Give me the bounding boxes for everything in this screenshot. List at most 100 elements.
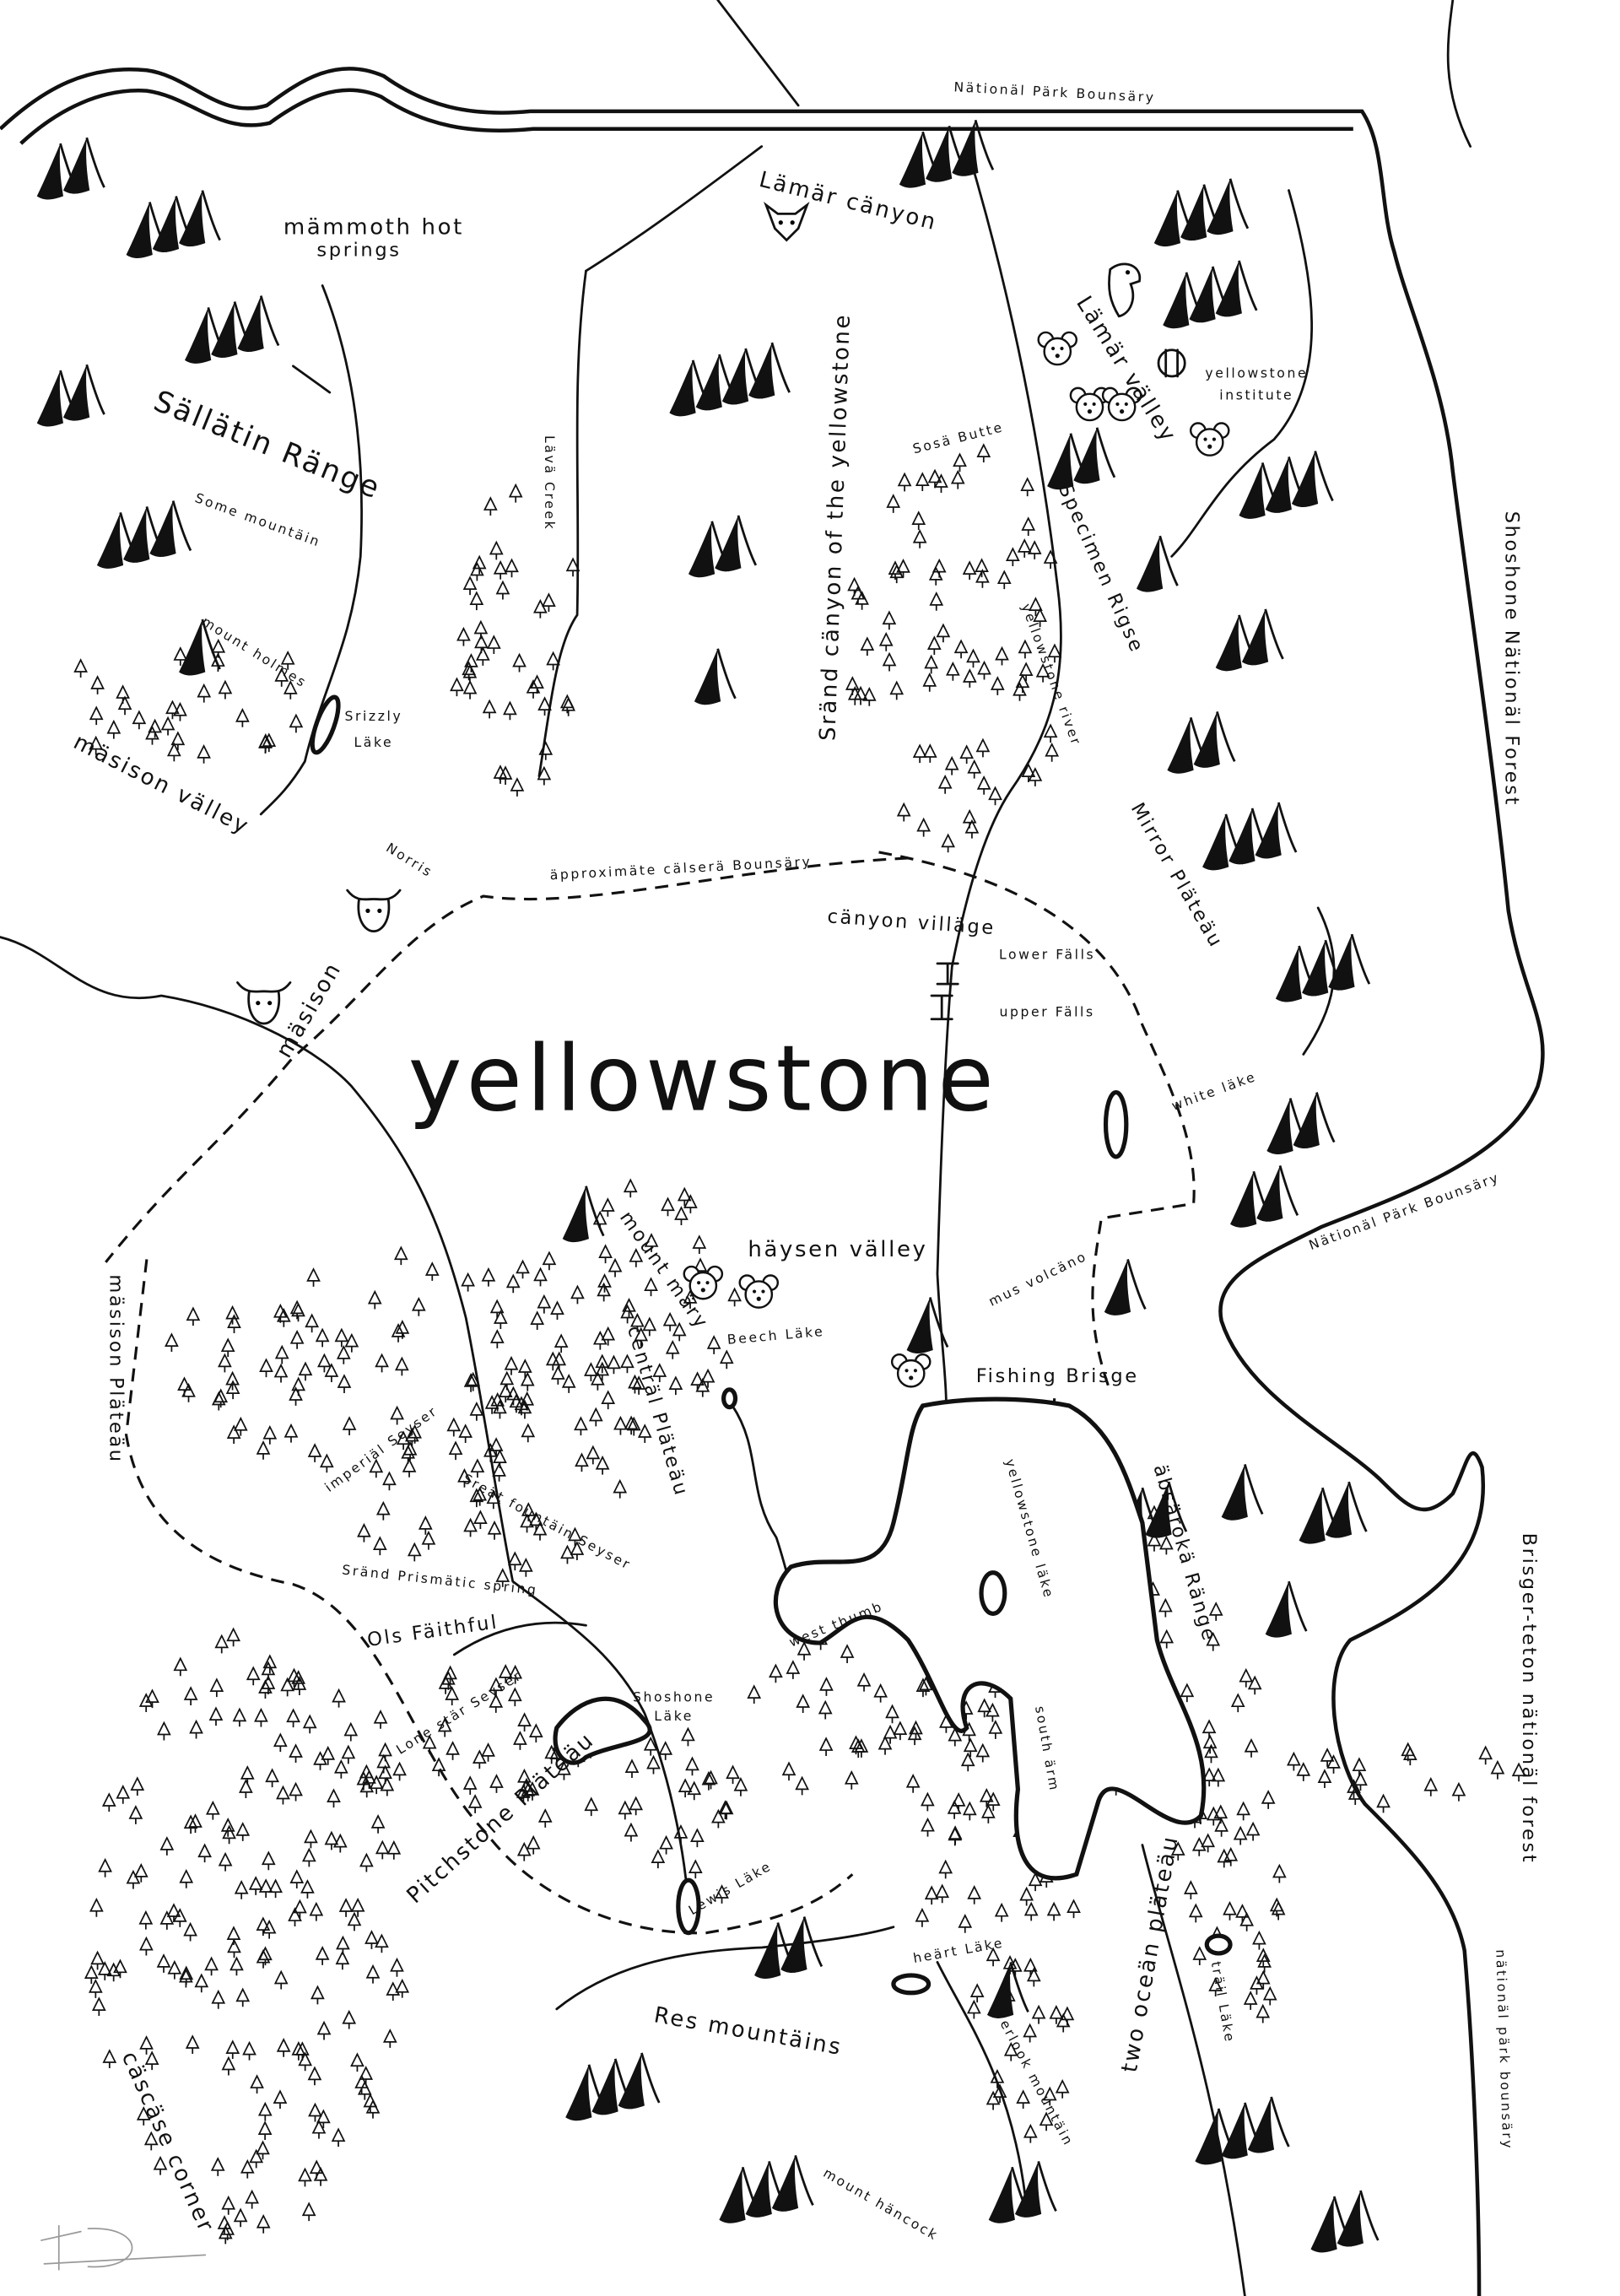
tree-icon bbox=[1016, 2089, 1031, 2110]
mountain-icon bbox=[715, 515, 758, 572]
tree-icon bbox=[1214, 1818, 1228, 1837]
tree-icon bbox=[233, 2207, 248, 2228]
tree-icon bbox=[551, 1365, 565, 1385]
tree-icon bbox=[493, 559, 508, 580]
tree-icon bbox=[165, 700, 180, 720]
tree-icon bbox=[462, 663, 478, 683]
tree-icon bbox=[537, 1808, 553, 1828]
mountain-icon bbox=[1255, 802, 1298, 859]
tree-icon bbox=[1039, 2111, 1054, 2131]
tree-icon bbox=[350, 1897, 365, 1917]
mountain-icon bbox=[62, 137, 105, 194]
mountain-icon bbox=[179, 619, 221, 676]
tree-icon bbox=[359, 1852, 374, 1872]
tree-icon bbox=[700, 1368, 716, 1388]
tree-icon bbox=[1191, 1836, 1207, 1856]
label-madison-plateau: mäsison Pläteäu bbox=[105, 1274, 127, 1463]
tree-icon bbox=[1023, 1957, 1038, 1977]
tree-icon bbox=[967, 759, 982, 779]
tree-icon bbox=[186, 1306, 201, 1326]
tree-icon bbox=[375, 1933, 389, 1953]
tree-icon bbox=[350, 2052, 364, 2072]
tree-icon bbox=[953, 639, 969, 659]
tree-icon bbox=[1046, 1901, 1061, 1921]
tree-icon bbox=[644, 1233, 659, 1252]
tree-icon bbox=[516, 1784, 531, 1803]
tree-icon bbox=[1066, 1899, 1081, 1919]
tree-icon bbox=[719, 1800, 734, 1820]
tree-icon bbox=[443, 1665, 457, 1685]
tree-icon bbox=[462, 1775, 478, 1795]
tree-icon bbox=[197, 683, 212, 703]
tree-icon bbox=[407, 1542, 422, 1562]
tree-icon bbox=[179, 1868, 194, 1888]
tree-icon bbox=[588, 1407, 603, 1427]
tree-icon bbox=[618, 1800, 633, 1820]
tree-icon bbox=[613, 1478, 628, 1499]
tree-icon bbox=[437, 1717, 452, 1737]
tree-icon bbox=[719, 1349, 734, 1369]
tree-icon bbox=[165, 1332, 179, 1353]
tree-icon bbox=[1005, 547, 1020, 567]
tree-icon bbox=[273, 2089, 288, 2110]
tree-icon bbox=[960, 1752, 975, 1772]
tree-icon bbox=[101, 1792, 116, 1812]
tree-icon bbox=[489, 1329, 505, 1348]
tree-icon bbox=[634, 1326, 649, 1347]
tree-icon bbox=[1490, 1759, 1505, 1780]
tree-icon bbox=[316, 2020, 332, 2040]
tree-icon bbox=[1180, 1683, 1195, 1703]
tree-icon bbox=[298, 1361, 313, 1381]
label-bridger-teton-nf: Brisger-teton nätionäl forest bbox=[1518, 1533, 1540, 1865]
tree-icon bbox=[658, 1741, 673, 1760]
tree-icon bbox=[1245, 1821, 1261, 1841]
tree-icon bbox=[646, 1754, 661, 1775]
label-upper-falls: upper Fälls bbox=[999, 1004, 1094, 1019]
tree-icon bbox=[370, 1814, 386, 1834]
tree-icon bbox=[512, 652, 526, 673]
park-boundary-line bbox=[0, 67, 1545, 2296]
tree-icon bbox=[1049, 2004, 1064, 2024]
tree-icon bbox=[520, 1391, 535, 1411]
tree-icon bbox=[893, 1721, 908, 1741]
tree-icon bbox=[542, 1251, 557, 1271]
tree-icon bbox=[1347, 1779, 1361, 1798]
tree-icon bbox=[373, 1709, 388, 1729]
tree-icon bbox=[937, 774, 953, 794]
label-grizzly-lake: Srizzly bbox=[344, 709, 402, 724]
tree-icon bbox=[364, 1930, 379, 1949]
tree-icon bbox=[941, 833, 955, 853]
tree-icon bbox=[463, 1517, 478, 1537]
waterfall-icon bbox=[930, 994, 953, 1021]
mountain-icon bbox=[1193, 710, 1236, 768]
tree-icon bbox=[1017, 538, 1032, 558]
tree-icon bbox=[1256, 1948, 1271, 1968]
tree-icon bbox=[106, 719, 122, 739]
mountain-icon bbox=[1207, 178, 1250, 235]
tree-icon bbox=[274, 1344, 289, 1364]
tree-icon bbox=[1147, 1532, 1162, 1552]
tree-icon bbox=[687, 1780, 702, 1801]
tree-icon bbox=[977, 660, 991, 680]
tree-icon bbox=[727, 1287, 742, 1307]
tree-icon bbox=[450, 677, 464, 697]
tree-icon bbox=[116, 1784, 131, 1804]
tree-icon bbox=[1353, 1771, 1368, 1791]
tree-icon bbox=[357, 1522, 371, 1542]
tree-icon bbox=[888, 560, 903, 581]
tree-icon bbox=[1256, 1969, 1271, 1990]
label-fishing-bridge: Fishing Brisge bbox=[976, 1365, 1139, 1387]
tree-icon bbox=[458, 1424, 473, 1443]
tree-icon bbox=[490, 1391, 505, 1412]
tree-icon bbox=[194, 1973, 209, 1993]
tree-icon bbox=[289, 1386, 303, 1406]
tree-icon bbox=[990, 676, 1005, 695]
tree-icon bbox=[117, 695, 132, 716]
tree-icon bbox=[188, 1813, 202, 1833]
tree-icon bbox=[896, 558, 910, 578]
mountain-icon bbox=[1073, 427, 1116, 484]
tree-icon bbox=[293, 1899, 307, 1919]
tree-icon bbox=[947, 1800, 962, 1819]
tree-icon bbox=[905, 1773, 921, 1793]
tree-icon bbox=[332, 1833, 348, 1853]
